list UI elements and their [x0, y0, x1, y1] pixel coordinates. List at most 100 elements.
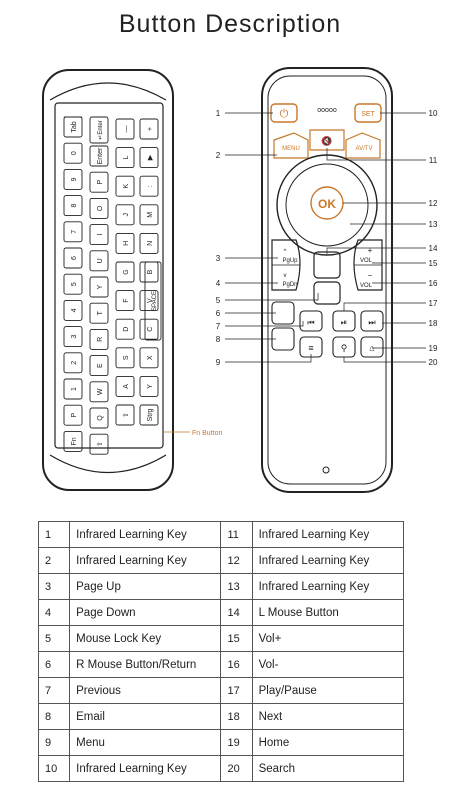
keyboard-key[interactable] — [115, 347, 135, 369]
keyboard-key-label: D — [123, 327, 130, 332]
keyboard-key[interactable] — [89, 407, 109, 429]
keyboard-key[interactable] — [89, 276, 109, 298]
page-rocker[interactable] — [271, 239, 301, 291]
power-icon: ⏻ — [280, 108, 289, 120]
keyboard-key-label: 7 — [71, 230, 78, 234]
previous-button[interactable] — [299, 310, 323, 332]
home-button[interactable] — [360, 336, 384, 358]
keyboard-key[interactable] — [115, 204, 135, 226]
legend-number: 15 — [220, 625, 253, 652]
legend-number: 13 — [220, 573, 253, 600]
callout-number: 7 — [216, 322, 221, 331]
search-icon: ⚲ — [341, 343, 348, 353]
callout-number: 13 — [429, 220, 438, 229]
keyboard-key[interactable] — [63, 378, 83, 400]
legend-number: 8 — [37, 703, 71, 730]
callout-number: 6 — [216, 309, 221, 318]
keyboard-key-label: C — [147, 327, 154, 332]
keyboard-key[interactable] — [115, 375, 135, 397]
microphone-icon — [322, 466, 330, 474]
legend-number: 4 — [37, 599, 71, 626]
keyboard-key-label: 9 — [71, 177, 78, 181]
keyboard-key[interactable] — [89, 355, 109, 377]
legend-label: Menu — [69, 729, 222, 756]
left-mouse-button[interactable] — [313, 251, 341, 279]
callout-number: 20 — [429, 358, 438, 367]
keyboard-key-label: T — [97, 310, 104, 315]
keyboard-key[interactable] — [63, 404, 83, 426]
next-button[interactable] — [360, 310, 384, 332]
callout-line — [326, 148, 426, 161]
mouse-lock-button[interactable] — [313, 281, 341, 305]
keyboard-key[interactable] — [115, 318, 135, 340]
legend-number: 10 — [37, 755, 71, 782]
keyboard-key[interactable] — [63, 352, 83, 374]
keyboard-key[interactable] — [89, 302, 109, 324]
keyboard-key-label: 5 — [71, 282, 78, 286]
legend-label: Previous — [69, 677, 222, 704]
keyboard-key[interactable] — [139, 175, 159, 197]
keyboard-key-label: ▶ — [147, 154, 154, 160]
keyboard-key-label: K — [123, 184, 130, 189]
keyboard-key-label: W — [97, 388, 104, 395]
keyboard-key-label: Y — [97, 284, 104, 289]
keyboard-key[interactable] — [63, 430, 83, 452]
keyboard-key[interactable] — [139, 118, 159, 140]
avtv-key[interactable] — [345, 132, 381, 159]
keyboard-key[interactable] — [115, 118, 135, 140]
keyboard-key[interactable] — [89, 171, 109, 193]
keyboard-key[interactable] — [63, 299, 83, 321]
keyboard-key[interactable] — [63, 195, 83, 217]
legend-number: 18 — [220, 703, 253, 730]
keyboard-key[interactable] — [139, 204, 159, 226]
keyboard-key[interactable] — [139, 232, 159, 254]
space-key[interactable] — [144, 261, 162, 341]
volume-rocker[interactable] — [353, 239, 383, 291]
legend-label: Next — [251, 703, 405, 730]
keyboard-key-label: V — [147, 298, 154, 303]
keyboard-key[interactable] — [139, 404, 159, 426]
keyboard-key[interactable] — [63, 221, 83, 243]
keyboard-key[interactable] — [115, 175, 135, 197]
keyboard-key[interactable] — [89, 381, 109, 403]
keyboard-key[interactable] — [89, 224, 109, 246]
volume-plus-icon: + — [368, 246, 373, 255]
keyboard-key[interactable] — [89, 328, 109, 350]
callout-number: 12 — [429, 199, 438, 208]
callout-number: 14 — [429, 244, 438, 253]
keyboard-key[interactable] — [89, 250, 109, 272]
keyboard-key[interactable] — [89, 145, 109, 167]
mute-key[interactable] — [309, 129, 345, 151]
keyboard-key[interactable] — [115, 232, 135, 254]
keyboard-key[interactable] — [89, 197, 109, 219]
legend-number: 14 — [220, 599, 253, 626]
keyboard-key[interactable] — [139, 347, 159, 369]
keyboard-key[interactable] — [115, 290, 135, 312]
keyboard-key[interactable] — [63, 273, 83, 295]
keyboard-key[interactable] — [115, 404, 135, 426]
keyboard-key[interactable] — [63, 247, 83, 269]
keyboard-key[interactable] — [139, 375, 159, 397]
keyboard-key[interactable] — [63, 168, 83, 190]
space-key-label: SPACE — [152, 291, 158, 311]
keyboard-key-label: E — [97, 363, 104, 368]
keyboard-key[interactable] — [115, 147, 135, 169]
keyboard-key-label: 3 — [71, 335, 78, 339]
enter-key[interactable] — [89, 116, 109, 144]
keyboard-key-label: F — [123, 298, 130, 302]
keyboard-key[interactable] — [139, 318, 159, 340]
keyboard-key[interactable] — [115, 261, 135, 283]
keyboard-key[interactable] — [63, 326, 83, 348]
legend-label: Infrared Learning Key — [251, 521, 405, 548]
callout-number: 2 — [216, 151, 221, 160]
keyboard-key[interactable] — [89, 433, 109, 455]
callout-number: 5 — [216, 296, 221, 305]
callout-number: 18 — [429, 319, 438, 328]
keyboard-key[interactable] — [139, 147, 159, 169]
keyboard-key[interactable] — [139, 290, 159, 312]
keyboard-key[interactable] — [63, 142, 83, 164]
